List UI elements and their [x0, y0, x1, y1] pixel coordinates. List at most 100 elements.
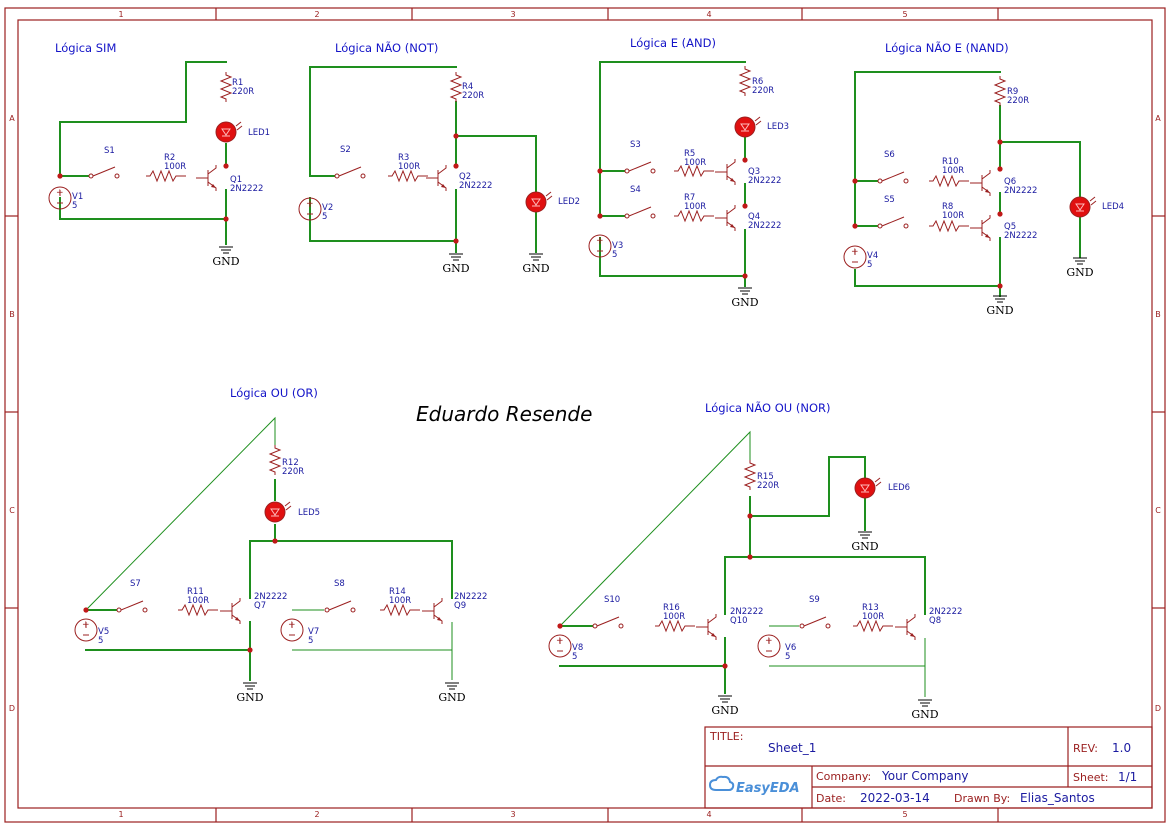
- r11-label: R11: [187, 587, 204, 597]
- voltage-source-v5: [74, 618, 98, 642]
- r7-label: 100R: [684, 202, 706, 212]
- led5-label: LED5: [298, 508, 320, 518]
- r10-label: R10: [942, 157, 959, 167]
- transistor-q1-collector: [207, 165, 217, 175]
- s10-label: S10: [604, 595, 620, 605]
- title-label: TITLE:: [709, 730, 743, 743]
- q7-label: Q7: [254, 601, 266, 611]
- q8-label: 2N2222: [929, 607, 962, 617]
- wire: [999, 141, 1081, 198]
- junction-dot: [223, 163, 229, 169]
- title-block-border: [704, 726, 1153, 809]
- v8-label: V8: [572, 643, 583, 653]
- date-value: 2022-03-14: [860, 791, 930, 805]
- gnd-label: GND: [442, 262, 469, 275]
- r13-label: 100R: [862, 612, 884, 622]
- wire: [85, 416, 276, 611]
- junction-dot: [597, 213, 603, 219]
- switch-s9-contact: [825, 623, 831, 629]
- section-title-not: Lógica NÃO (NOT): [335, 40, 438, 55]
- switch-s5-contact: [877, 223, 883, 229]
- r11-label: 100R: [187, 596, 209, 606]
- led-1: [215, 121, 237, 143]
- voltage-source-v4: [843, 245, 867, 269]
- switch-s10-contact: [618, 623, 624, 629]
- switch-s5-contact: [903, 223, 909, 229]
- switch-s4-contact: [650, 213, 656, 219]
- led-6-symbol: [860, 484, 870, 492]
- wire: [455, 135, 537, 193]
- v1-label: 5: [72, 201, 77, 211]
- switch-s1-contact: [114, 173, 120, 179]
- transistor-q2-collector: [437, 165, 447, 175]
- junction-dot: [747, 513, 753, 519]
- s6-label: S6: [884, 150, 895, 160]
- transistor-q5-arrow: [985, 234, 990, 238]
- switch-s7-contact: [116, 607, 122, 613]
- voltage-source-v7: [280, 618, 304, 642]
- r15-label: R15: [757, 472, 774, 482]
- r7-label: R7: [684, 193, 695, 203]
- row-label-left: A: [9, 114, 15, 123]
- q1-label: 2N2222: [230, 184, 263, 194]
- row-label-right: D: [1155, 704, 1161, 713]
- switch-s3: [628, 161, 652, 172]
- led-5-symbol: [270, 508, 280, 516]
- column-label-bottom: 1: [118, 810, 123, 819]
- resistor-r14: [380, 603, 420, 617]
- switch-s3-contact: [624, 168, 630, 174]
- switch-s3-contact: [650, 168, 656, 174]
- junction-dot: [742, 203, 748, 209]
- resistor-r2: [146, 169, 186, 183]
- v5-label: V5: [98, 627, 109, 637]
- r16-label: 100R: [663, 612, 685, 622]
- switch-s5: [881, 216, 905, 227]
- junction-dot: [272, 538, 278, 544]
- switch-s2: [338, 166, 362, 177]
- labels: R1220RLED1S1R2100RQ12N2222V15GNDR4220RS2…: [55, 36, 1124, 721]
- r14-label: 100R: [389, 596, 411, 606]
- junction-dot: [453, 238, 459, 244]
- v8-label: 5: [572, 652, 577, 662]
- q3-label: Q3: [748, 167, 760, 177]
- junction-dot: [247, 647, 253, 653]
- s8-label: S8: [334, 579, 345, 589]
- transistor-q6-arrow: [985, 189, 990, 193]
- q7-label: 2N2222: [254, 592, 287, 602]
- r3-label: 100R: [398, 162, 420, 172]
- led-5-ray: [284, 501, 291, 507]
- section-title-or: Lógica OU (OR): [230, 386, 318, 400]
- q3-label: 2N2222: [748, 176, 781, 186]
- q5-label: 2N2222: [1004, 231, 1037, 241]
- switch-s8-contact: [324, 607, 330, 613]
- q2-label: Q2: [459, 172, 471, 182]
- resistor-r15: [743, 460, 757, 490]
- inner-border: [17, 19, 1153, 809]
- r1-label: R1: [232, 78, 243, 88]
- q8-label: Q8: [929, 616, 941, 626]
- gnd-label: GND: [911, 708, 938, 721]
- wire: [599, 61, 746, 172]
- wire: [309, 197, 457, 242]
- resistor-r4: [449, 72, 463, 102]
- s4-label: S4: [630, 185, 641, 195]
- led6-label: LED6: [888, 483, 910, 493]
- v7-label: V7: [308, 627, 319, 637]
- junction-dot: [223, 216, 229, 222]
- led-4-ray: [1089, 196, 1096, 202]
- column-label-top: 2: [314, 10, 319, 19]
- gnd-label: GND: [522, 262, 549, 275]
- led-1-ray: [236, 125, 243, 131]
- led-4: [1069, 196, 1091, 218]
- r13-label: R13: [862, 603, 879, 613]
- led-6: [854, 477, 876, 499]
- junction-dot: [997, 283, 1003, 289]
- led-6-ray: [874, 477, 881, 483]
- s5-label: S5: [884, 195, 895, 205]
- sheet-label: Sheet:: [1073, 771, 1109, 784]
- company-label: Company:: [816, 770, 871, 783]
- switch-s6-contact: [877, 178, 883, 184]
- resistor-r9: [993, 76, 1007, 106]
- gnd-label: GND: [236, 691, 263, 704]
- row-label-right: C: [1155, 506, 1161, 515]
